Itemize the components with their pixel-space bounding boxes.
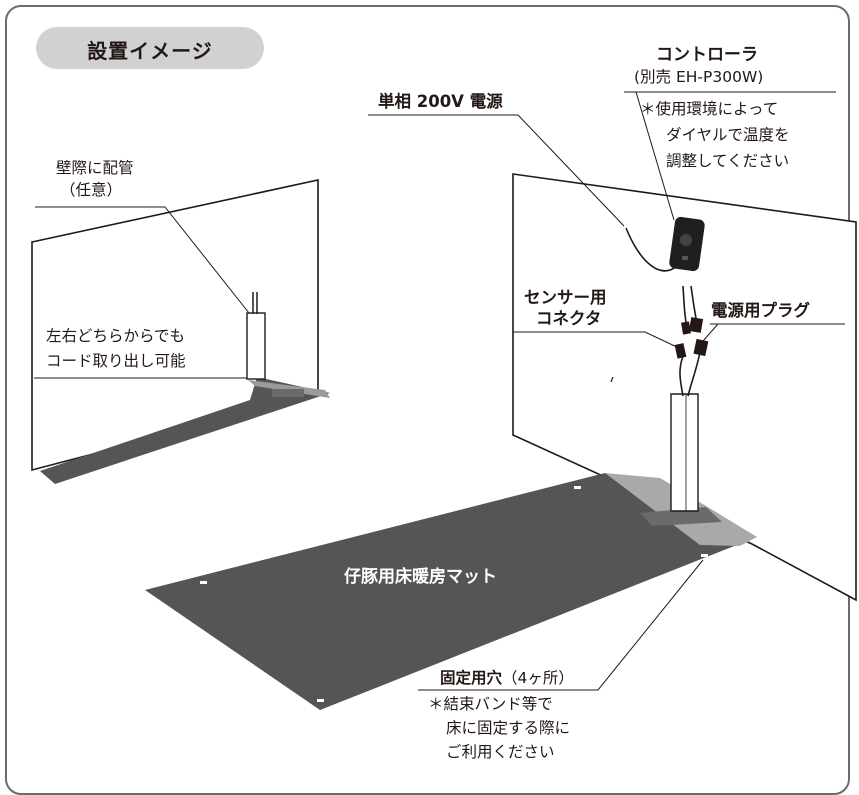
title-badge: 設置イメージ	[36, 27, 264, 69]
label-controller-note-3: 調整してください	[666, 152, 790, 170]
label-controller-note-1: ＊使用環境によって	[640, 100, 779, 118]
fixing-hole	[317, 699, 324, 702]
cable-power	[687, 351, 701, 397]
label-power-plug: 電源用プラグ	[711, 301, 810, 320]
label-fixing-holes-bold: 固定用穴	[440, 669, 503, 687]
left-mat	[40, 377, 330, 484]
leader-power	[368, 114, 625, 227]
fixing-hole	[200, 581, 207, 584]
label-fixing-note-1: ＊結束バンド等で	[428, 695, 553, 713]
label-controller-note-2: ダイヤルで温度を	[666, 126, 790, 144]
fixing-hole	[701, 554, 708, 557]
left-mat-connector	[272, 389, 304, 397]
title: 設置イメージ	[87, 39, 213, 63]
cable-controller-sensor	[682, 285, 687, 323]
label-sensor-connector-2: コネクタ	[536, 309, 602, 328]
controller-lamp	[682, 256, 688, 260]
label-fixing-note-3: ご利用ください	[446, 743, 555, 761]
label-controller-model: (別売 EH-P300W)	[634, 68, 764, 86]
power-plug-upper	[688, 317, 704, 333]
cable-supply	[625, 227, 678, 272]
controller-dial	[680, 234, 692, 246]
installation-scene	[31, 91, 857, 710]
leader-wall-piping	[35, 206, 250, 314]
floor-mat	[145, 473, 757, 710]
leader-controller-2	[635, 91, 675, 221]
label-wall-piping-2: （任意）	[60, 181, 123, 199]
leader-sensor	[513, 331, 680, 349]
power-plug-lower	[693, 338, 709, 357]
cable-sensor	[679, 355, 684, 397]
left-conduit	[246, 312, 266, 380]
cable-controller-power	[690, 285, 697, 319]
mat-connector-box	[640, 507, 722, 526]
sensor-connector-upper	[681, 321, 691, 335]
right-wall	[512, 173, 857, 602]
label-fixing-note-2: 床に固定する際に	[446, 719, 571, 737]
leader-plug-2	[702, 323, 719, 342]
label-power-supply: 単相 200V 電源	[378, 92, 503, 111]
label-sensor-connector-1: センサー用	[524, 288, 607, 307]
label-fixing-holes-count: （4ヶ所）	[502, 669, 574, 687]
label-cord-exit-2: コード取り出し可能	[46, 352, 186, 370]
label-wall-piping-1: 壁際に配管	[56, 159, 134, 177]
label-mat: 仔豚用床暖房マット	[344, 567, 497, 587]
label-cord-exit-1: 左右どちらからでも	[46, 327, 186, 345]
label-fixing-holes: 固定用穴（4ヶ所）	[440, 667, 574, 689]
stray-mark	[610, 376, 614, 383]
fixing-hole	[574, 486, 581, 489]
right-conduit	[670, 393, 699, 512]
label-controller: コントローラ	[656, 45, 758, 65]
leader-holes	[418, 559, 704, 691]
